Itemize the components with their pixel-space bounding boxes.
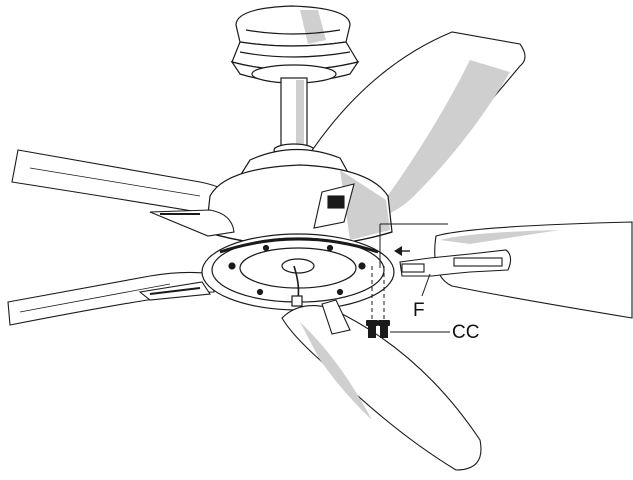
downrod — [273, 77, 315, 157]
blade-bracket-lower-left — [138, 281, 211, 301]
screws-cc — [366, 320, 390, 338]
arrow-left-icon — [394, 246, 410, 256]
blade-bracket-upper — [313, 183, 355, 229]
blade-right — [434, 221, 633, 319]
leader-lines — [390, 273, 450, 333]
label-f: F — [413, 300, 425, 321]
blade-lower-left — [7, 271, 215, 326]
blade-back-left — [11, 149, 241, 219]
attachment-guides — [371, 223, 448, 322]
label-cc: CC — [452, 322, 479, 343]
mounting-plate — [201, 233, 395, 311]
blade-front-bottom — [281, 299, 482, 471]
motor-housing — [205, 148, 393, 247]
canopy — [230, 5, 360, 84]
blade-bracket-f — [399, 249, 512, 277]
blade-bracket-left — [149, 209, 235, 237]
